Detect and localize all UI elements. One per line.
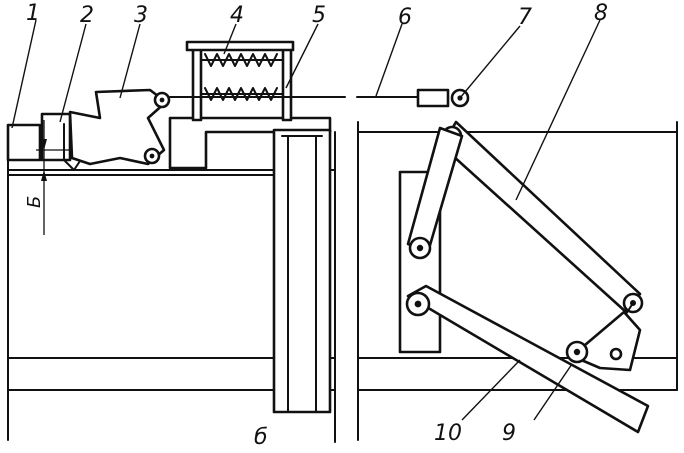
linkage-part-8 (440, 120, 644, 314)
end-stop-part-1 (6, 123, 42, 162)
dimension-b: Б (24, 120, 72, 235)
callout-9: 9 (502, 421, 516, 446)
callout-3: 3 (134, 3, 148, 28)
detent-part-2 (40, 112, 92, 171)
right-frame (357, 121, 678, 441)
link-arm-part-10 (405, 284, 650, 434)
callout-7: 7 (518, 5, 532, 30)
vertical-post (272, 128, 332, 414)
callout-10: 10 (434, 421, 462, 446)
callout-5: 5 (312, 3, 326, 28)
spring-assembly-part-4 (169, 40, 346, 122)
subfigure-label: б (254, 425, 268, 448)
lever-part-3 (68, 88, 171, 166)
callout-6: 6 (398, 5, 412, 30)
dimension-label: Б (24, 196, 45, 208)
leader-lines (11, 19, 601, 421)
callout-4: 4 (230, 3, 244, 28)
callout-1: 1 (26, 1, 40, 26)
pivot-bracket-part-9 (565, 302, 642, 372)
callout-8: 8 (594, 1, 608, 26)
callout-2: 2 (80, 3, 94, 28)
pull-rod-part-6 (356, 88, 470, 108)
link-arm-part-7 (406, 126, 464, 260)
